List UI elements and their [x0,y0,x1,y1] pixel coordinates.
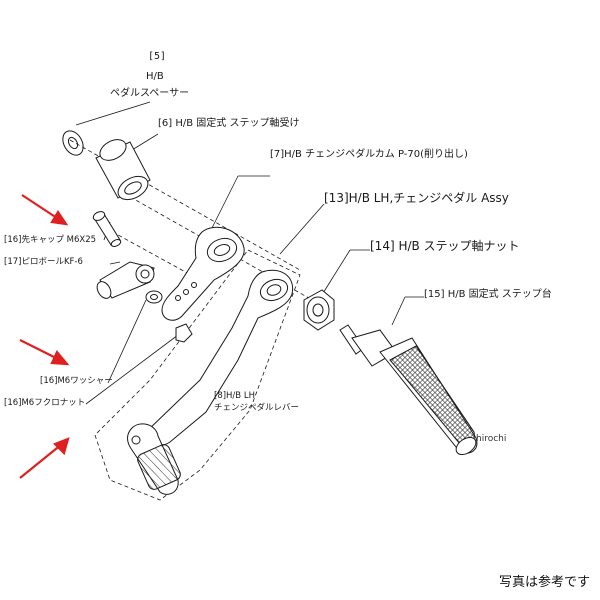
label-part-15: [15] H/B 固定式 ステップ台 [424,289,552,300]
part-8-pedal-lever [127,269,294,495]
part-16-washer [145,290,163,304]
reference-note: 写真は参考です [498,575,590,590]
label-part-5-name: ペダルスペーサー [110,88,190,99]
label-part-5-hb: H/B [146,71,164,82]
part-5-spacer [62,130,84,156]
label-part-17: [17]ピロボールKF-6 [4,257,83,267]
part-16-cap-bolt [92,211,122,247]
label-part-16-cap-nut: [16]M6フクロナット [4,398,86,408]
part-17-pillow-ball [96,261,155,299]
label-part-16-cap-bolt: [16]先キャップ M6X25 [4,235,97,245]
label-part-5-number: [5] [148,51,167,62]
assembly-dashed-outlines [69,139,331,501]
part-7-pedal-cam [161,226,245,321]
part-6-bearing-sleeve [95,139,151,201]
label-part-8-line1: [8]H/B LH [214,391,255,401]
label-part-16-washer: [16]M6ワッシャー [40,376,113,386]
watermark: hirochi [476,434,507,444]
label-part-7: [7]H/B チェンジペダルカム P-70(削り出し) [270,149,468,160]
red-arrows [19,194,70,479]
label-part-14: [14] H/B ステップ軸ナット [370,239,520,253]
label-part-6: [6] H/B 固定式 ステップ軸受け [158,118,300,129]
label-part-8-line2: チェンジペダルレバー [214,403,300,413]
part-15-footrest [339,324,478,456]
label-part-13: [13]H/B LH,チェンジペダル Assy [324,191,509,205]
part-14-shaft-nut [303,289,335,331]
part-16-cap-nut [175,323,193,343]
